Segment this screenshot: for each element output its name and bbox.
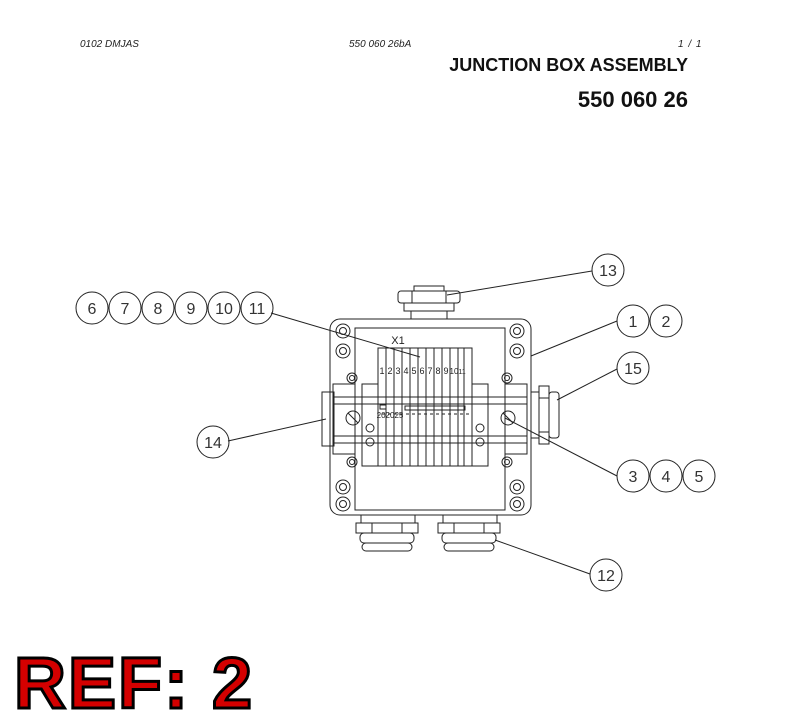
terminal-number: 10 <box>450 367 459 376</box>
terminal-number: 4 <box>403 366 408 376</box>
drawing-number: 550 060 26bA <box>349 39 412 50</box>
balloon-13: 13 <box>599 263 617 280</box>
bottom-cable-gland-left <box>355 514 419 552</box>
document-code: 0102 DMJAS <box>80 39 139 50</box>
bottom-cable-gland-right <box>437 514 501 552</box>
terminal-number: 9 <box>443 366 448 376</box>
din-rail <box>332 383 528 467</box>
drawing-title: JUNCTION BOX ASSEMBLY <box>449 55 688 75</box>
terminal-number: 6 <box>419 366 424 376</box>
balloon-14: 14 <box>204 435 222 452</box>
balloon-1: 1 <box>629 314 638 331</box>
terminal-number: 11 <box>458 369 465 376</box>
balloon-circles <box>75 253 716 592</box>
terminal-number: 7 <box>427 366 432 376</box>
page-indicator: 1 / 1 <box>678 39 703 50</box>
left-plate <box>321 391 335 447</box>
balloon-2: 2 <box>662 314 671 331</box>
part-number: 550 060 26 <box>577 87 688 112</box>
leader-lines <box>227 270 618 575</box>
balloon-6: 6 <box>88 301 97 318</box>
terminal-number: 2 <box>387 366 392 376</box>
terminal-number: 1 <box>379 366 384 376</box>
balloon-7: 7 <box>121 301 130 318</box>
balloon-12: 12 <box>597 568 615 585</box>
balloon-3: 3 <box>629 469 638 486</box>
balloon-4: 4 <box>662 469 671 486</box>
rail-marking: 202025 <box>377 411 404 420</box>
balloon-5: 5 <box>695 469 704 486</box>
balloon-15: 15 <box>624 361 642 378</box>
terminal-number: 5 <box>411 366 416 376</box>
corner-screws <box>335 323 525 512</box>
balloon-8: 8 <box>154 301 163 318</box>
terminal-block <box>377 347 473 467</box>
reference-stamp: REF: 2 <box>12 644 255 724</box>
terminal-number: 8 <box>435 366 440 376</box>
balloon-11: 11 <box>249 301 266 318</box>
balloon-9: 9 <box>187 301 196 318</box>
terminal-number: 3 <box>395 366 400 376</box>
top-cable-gland <box>397 285 461 320</box>
balloon-10: 10 <box>215 301 233 318</box>
side-cable-gland <box>530 385 560 445</box>
terminal-block-label: X1 <box>391 335 404 347</box>
